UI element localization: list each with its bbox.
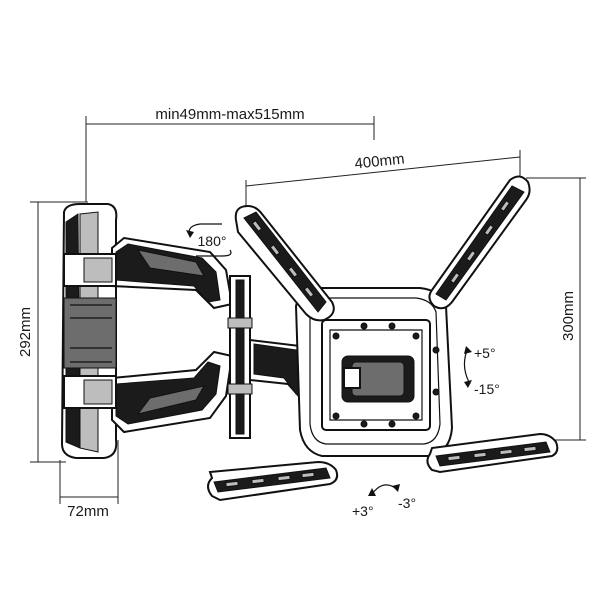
tilt-indicator: +5° -15° bbox=[463, 345, 500, 397]
bracket-arm-upper-right bbox=[428, 175, 531, 310]
tilt-arrowhead-bottom-icon bbox=[464, 380, 472, 388]
wall-plate-depth-label: 72mm bbox=[67, 503, 109, 520]
arm-extension-label: min49mm-max515mm bbox=[155, 106, 304, 123]
mounting-holes bbox=[332, 322, 440, 428]
tilt-up-label: +5° bbox=[474, 345, 496, 361]
arm-pivot bbox=[227, 275, 253, 439]
tilt-down-label: -15° bbox=[474, 381, 500, 397]
vertical-spacing-label: 300mm bbox=[560, 291, 577, 341]
vertical-spacing-dimension: 300mm bbox=[526, 177, 586, 441]
bracket-arm-lower-left bbox=[207, 460, 339, 502]
lower-arm bbox=[63, 350, 234, 434]
level-plus-label: +3° bbox=[352, 503, 374, 519]
level-arrowhead-left-icon bbox=[368, 488, 376, 496]
swivel-indicator: 180° bbox=[186, 223, 232, 257]
wall-plate-height-label: 292mm bbox=[17, 307, 34, 357]
wall-plate-height-dimension: 292mm bbox=[17, 201, 88, 463]
wall-plate-depth-dimension: 72mm bbox=[59, 440, 119, 520]
bracket-arm-lower-right bbox=[426, 432, 559, 474]
level-indicator: +3° -3° bbox=[352, 484, 416, 519]
bracket-arm-upper-left bbox=[234, 204, 335, 322]
level-minus-label: -3° bbox=[398, 495, 416, 511]
horizontal-spacing-dimension: 400mm bbox=[245, 150, 521, 218]
tilt-arrowhead-icon bbox=[464, 346, 472, 354]
horizontal-spacing-label: 400mm bbox=[354, 150, 406, 172]
swivel-label: 180° bbox=[198, 233, 227, 249]
vesa-bracket bbox=[294, 287, 454, 457]
swivel-arrowhead-icon bbox=[186, 230, 194, 238]
arm-extension-dimension: min49mm-max515mm bbox=[85, 106, 375, 202]
wall-plate bbox=[60, 203, 118, 459]
level-arrowhead-right-icon bbox=[392, 484, 400, 492]
